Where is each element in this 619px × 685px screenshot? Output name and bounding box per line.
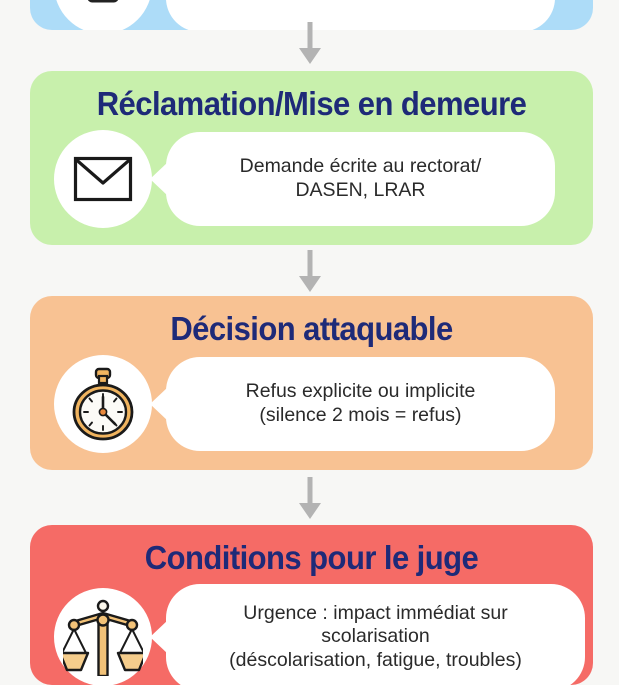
step-card-3: Décision attaquable [30, 296, 593, 470]
step-card-2: Réclamation/Mise en demeure Demande écri… [30, 71, 593, 245]
step-bubble-2: Demande écrite au rectorat/ DASEN, LRAR [166, 131, 555, 226]
document-icon [54, 0, 152, 30]
step-bubble-1 [166, 0, 555, 30]
scales-of-justice-icon [54, 588, 152, 685]
step-bubble-text-2: Demande écrite au rectorat/ DASEN, LRAR [239, 154, 482, 201]
down-arrow-icon-1 [297, 22, 323, 66]
step-body-2: Demande écrite au rectorat/ DASEN, LRAR [30, 129, 593, 228]
stopwatch-icon [54, 354, 152, 453]
envelope-icon [54, 129, 152, 228]
step-card-1 [30, 0, 593, 30]
down-arrow-icon-3 [297, 477, 323, 521]
step-title-4: Conditions pour le juge [144, 539, 479, 576]
step-body-3: Refus explicite ou implicite (silence 2 … [30, 354, 593, 453]
step-body-4: Urgence : impact immédiat sur scolarisat… [30, 583, 593, 685]
step-bubble-text-3: Refus explicite ou implicite (silence 2 … [245, 379, 476, 426]
step-bubble-3: Refus explicite ou implicite (silence 2 … [166, 356, 555, 451]
down-arrow-icon-2 [297, 250, 323, 294]
step-title-3: Décision attaquable [170, 310, 453, 347]
step-card-4: Conditions pour le juge [30, 525, 593, 685]
step-title-2: Réclamation/Mise en demeure [96, 85, 527, 122]
step-bubble-text-4: Urgence : impact immédiat sur scolarisat… [229, 601, 522, 672]
step-bubble-4: Urgence : impact immédiat sur scolarisat… [166, 583, 585, 685]
step-body-1 [30, 0, 593, 30]
